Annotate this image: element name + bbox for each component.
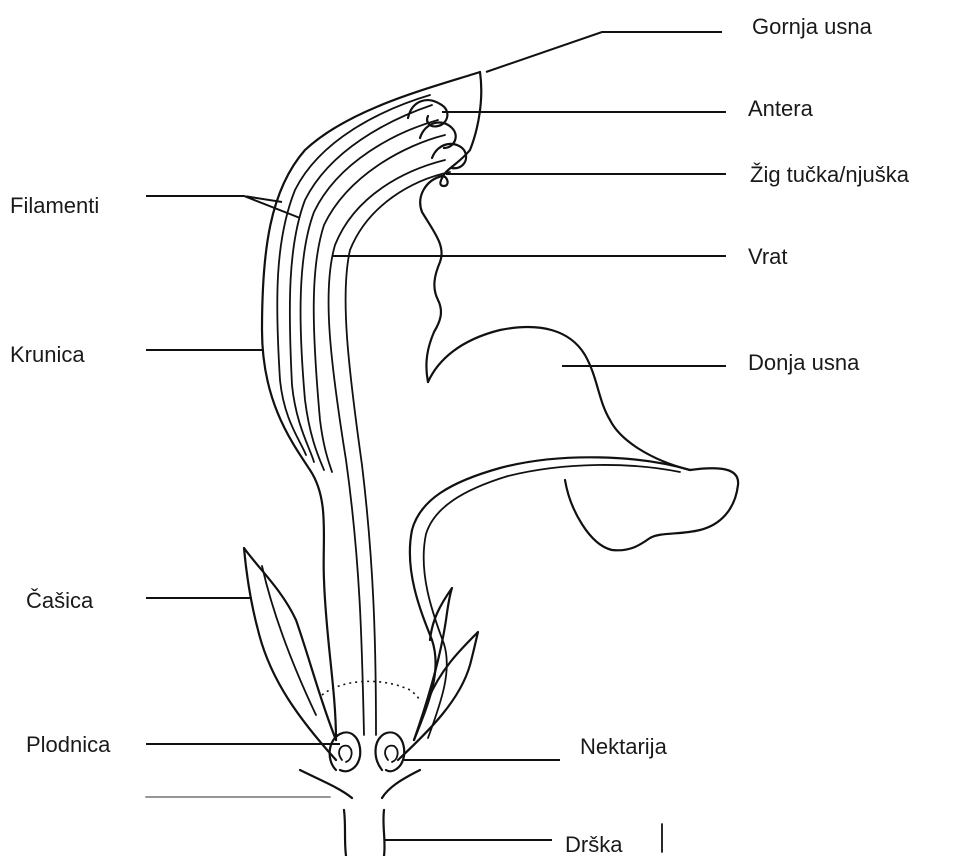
style-line [329, 160, 445, 735]
ovary [330, 732, 405, 771]
corolla-tube-front [410, 457, 690, 740]
label-drska: Drška [565, 832, 623, 856]
lower-lip-upper-lobe [428, 327, 690, 470]
label-donja-usna: Donja usna [748, 350, 860, 375]
label-krunica: Krunica [10, 342, 85, 367]
lower-lip-lower-lobe [565, 468, 738, 550]
label-plodnica: Plodnica [26, 732, 111, 757]
calyx-right-sepal [398, 632, 478, 760]
leader-lines [146, 32, 726, 852]
receptacle [300, 770, 420, 798]
label-antera: Antera [748, 96, 814, 121]
corolla-tube-front-inner [424, 465, 680, 738]
label-zig: Žig tučka/njuška [750, 162, 910, 187]
label-vrat: Vrat [748, 244, 788, 269]
stem [383, 810, 384, 856]
label-casica: Čašica [26, 588, 94, 613]
label-nektarija: Nektarija [580, 734, 668, 759]
upper-lip-edge [420, 72, 481, 382]
label-filamenti: Filamenti [10, 193, 99, 218]
calyx-left-inner [262, 566, 316, 715]
filament-line [290, 105, 432, 462]
leader-gornja-usna [486, 32, 722, 72]
nectary-dotted-line [322, 681, 420, 702]
label-gornja-usna: Gornja usna [752, 14, 873, 39]
stem [344, 810, 346, 856]
labels: Gornja usna Antera Žig tučka/njuška Vrat… [10, 14, 910, 856]
